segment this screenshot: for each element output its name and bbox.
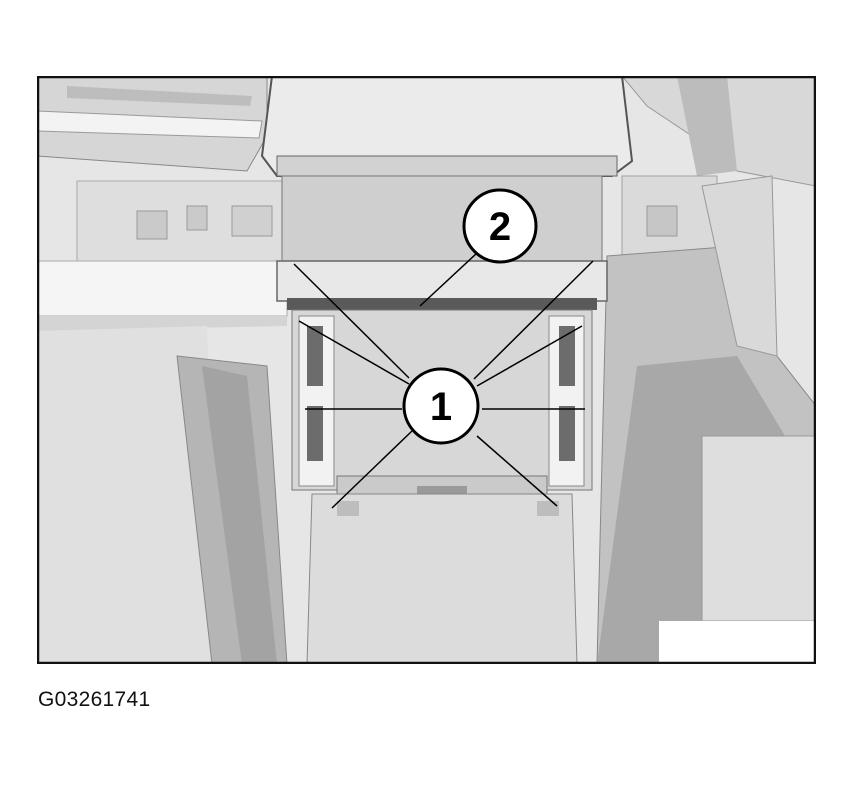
exploded-view-illustration: 2 1: [37, 76, 816, 664]
illustration-frame: [37, 76, 816, 664]
dashboard-upper-left: [37, 76, 308, 262]
callout-2: 2: [462, 188, 538, 264]
display-housing: [260, 76, 634, 262]
figure-id-label: G03261741: [38, 688, 151, 711]
center-mounting-bracket: [276, 260, 608, 664]
left-side-panel: [37, 260, 288, 664]
callout-leader-lines: [293, 252, 594, 509]
right-side-panel: [596, 175, 816, 664]
callout-1: 1: [402, 367, 480, 445]
dashboard-upper-right: [621, 76, 816, 257]
svg-text:2: 2: [489, 205, 511, 249]
svg-text:1: 1: [430, 385, 452, 429]
